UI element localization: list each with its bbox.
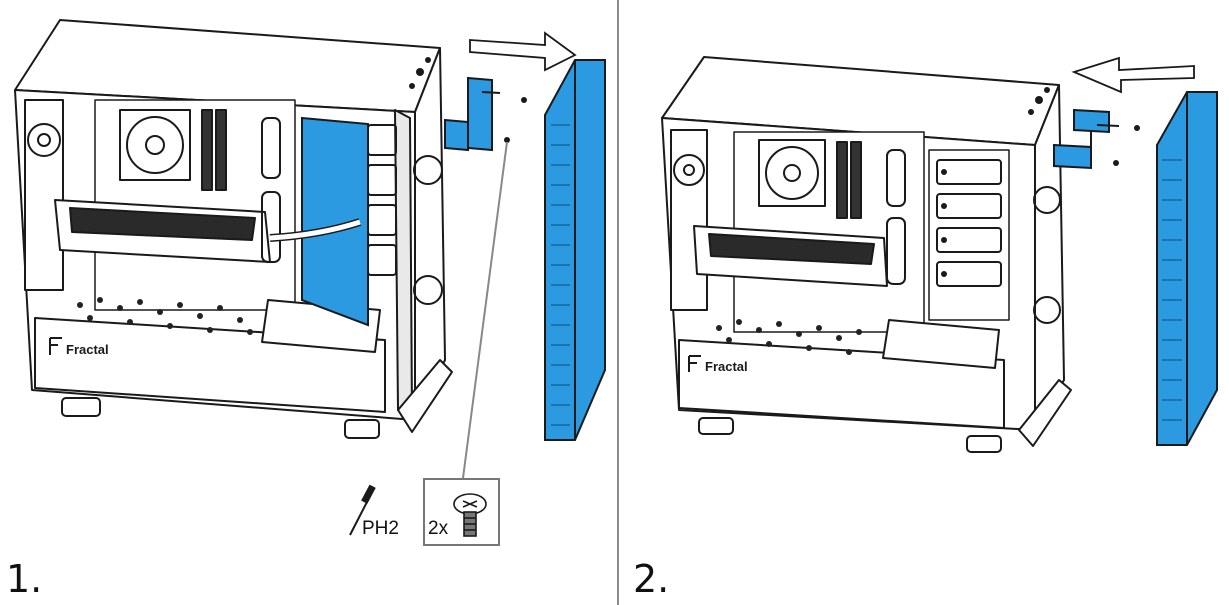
step-1-illustration: Fractal (14, 19, 606, 537)
front-panel (1156, 91, 1218, 446)
fractal-brand-text: Fractal (705, 359, 748, 374)
screw-callout-box (423, 478, 500, 546)
screw (521, 97, 527, 103)
removed-bracket (444, 76, 501, 152)
arrow-left-icon (1071, 56, 1195, 94)
case-foot (698, 417, 734, 435)
case-front-frame (414, 47, 446, 421)
cpu-cooler (119, 109, 191, 181)
step-1-panel: Fractal (6, 19, 606, 601)
screw (504, 137, 510, 143)
cpu-cooler (758, 139, 826, 207)
screw (1113, 160, 1119, 166)
screw-quantity: 2x (428, 518, 449, 539)
screw (1134, 125, 1140, 131)
step-2-panel: Fractal 2. (619, 0, 1229, 605)
case-foot (344, 419, 380, 439)
arrow-right-icon (469, 31, 577, 72)
panel-divider (617, 0, 619, 605)
step-number: 2. (633, 557, 670, 601)
case-front-frame (1034, 84, 1065, 431)
screw-icon (453, 493, 487, 537)
step-number: 1. (6, 557, 43, 601)
fractal-logo (688, 355, 701, 372)
case-foot (61, 397, 101, 417)
removed-front-panel (544, 59, 606, 441)
case-foot (966, 435, 1002, 453)
fractal-logo (49, 337, 62, 355)
highlighted-bracket-panel (301, 116, 369, 327)
fractal-brand-text: Fractal (66, 342, 109, 357)
tool-label: PH2 (362, 518, 399, 539)
step-2-illustration: Fractal (661, 56, 1218, 453)
screwdriver-icon (349, 484, 376, 536)
repositioned-bracket (1053, 108, 1120, 170)
